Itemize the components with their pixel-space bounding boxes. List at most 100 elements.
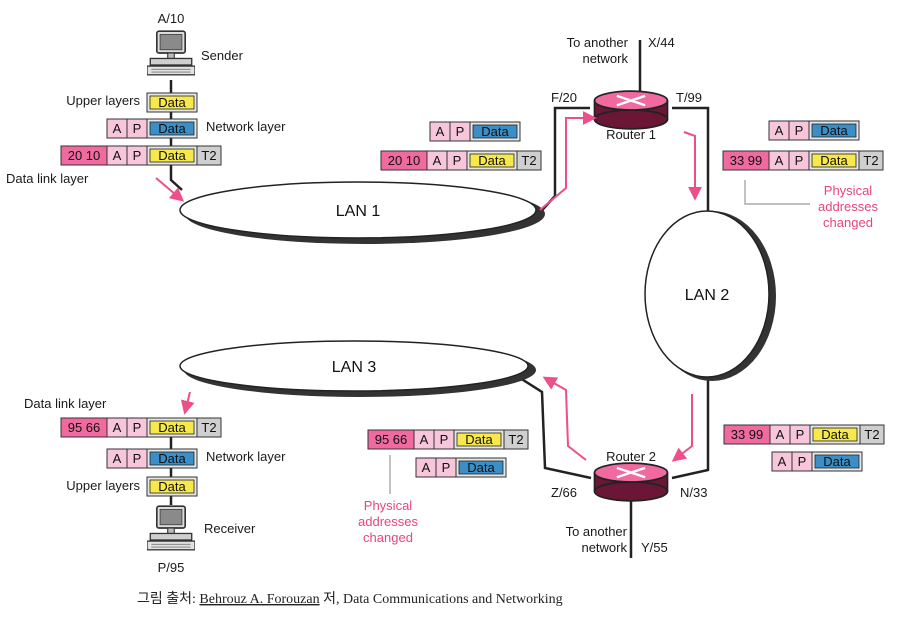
arrow-icon	[180, 391, 195, 415]
svg-text:P: P	[453, 153, 462, 168]
router-2-port-z: Z/66	[551, 485, 577, 500]
header-a: A	[106, 118, 128, 139]
router-1-port-x: X/44	[648, 35, 675, 50]
svg-text:A: A	[113, 451, 122, 466]
header-p: P	[446, 150, 468, 171]
note-right-line-2: addresses	[818, 199, 878, 214]
frame-trailer: T2	[859, 424, 885, 445]
router-1-port-f: F/20	[551, 90, 577, 105]
lan-1: LAN 1	[179, 181, 545, 244]
svg-text:P: P	[456, 124, 465, 139]
svg-text:P: P	[440, 432, 449, 447]
arrow-icon	[155, 177, 185, 202]
header-p: P	[789, 424, 811, 445]
caption-author: Behrouz A. Forouzan	[199, 592, 319, 607]
header-a: A	[426, 150, 448, 171]
router-icon	[593, 90, 669, 130]
frame-trailer: T2	[196, 145, 222, 166]
svg-text:P: P	[133, 420, 142, 435]
svg-text:P: P	[133, 148, 142, 163]
svg-text:Data: Data	[158, 451, 186, 466]
note-left-line-3: changed	[363, 530, 413, 545]
lan-3-label: LAN 3	[332, 359, 377, 376]
sender-upper-layers-label: Upper layers	[66, 93, 140, 108]
svg-text:Data: Data	[158, 420, 186, 435]
frame-addresses: 95 66	[60, 417, 108, 438]
router-icon	[593, 462, 669, 502]
svg-text:P: P	[798, 454, 807, 469]
header-a: A	[413, 429, 435, 450]
header-a: A	[769, 424, 791, 445]
sender-station: A/10 Sender	[147, 11, 244, 76]
svg-text:A: A	[776, 427, 785, 442]
frame-addresses: 20 10	[60, 145, 108, 166]
svg-text:33 99: 33 99	[731, 427, 764, 442]
header-a: A	[415, 457, 437, 478]
svg-text:T2: T2	[201, 420, 216, 435]
router-2-downlink-label-1: To another	[566, 524, 628, 539]
header-p: P	[126, 145, 148, 166]
receiver-network-layer-label: Network layer	[206, 449, 286, 464]
svg-text:P: P	[133, 121, 142, 136]
svg-text:A: A	[775, 153, 784, 168]
svg-text:P: P	[795, 123, 804, 138]
header-a: A	[771, 451, 793, 472]
svg-text:Data: Data	[820, 123, 848, 138]
svg-text:Data: Data	[467, 460, 495, 475]
header-p: P	[791, 451, 813, 472]
source-caption: 그림 출처: Behrouz A. Forouzan 저, Data Commu…	[137, 591, 563, 607]
svg-text:Data: Data	[481, 124, 509, 139]
header-p: P	[126, 118, 148, 139]
data-payload: Data	[146, 145, 198, 166]
svg-text:33 99: 33 99	[730, 153, 763, 168]
sender-data-link-layer-label: Data link layer	[6, 171, 89, 186]
header-p: P	[788, 150, 810, 171]
svg-text:20 10: 20 10	[388, 153, 421, 168]
header-p: P	[126, 417, 148, 438]
svg-text:Data: Data	[823, 454, 851, 469]
note-left-line-1: Physical	[364, 498, 413, 513]
svg-text:A: A	[775, 123, 784, 138]
sender-network-layer-label: Network layer	[206, 119, 286, 134]
sender-address: A/10	[158, 11, 185, 26]
router-1-label: Router 1	[606, 127, 656, 142]
svg-text:P: P	[795, 153, 804, 168]
frame-addresses: 95 66	[367, 429, 415, 450]
data-payload: Data	[146, 476, 198, 497]
frame-trailer: T2	[196, 417, 222, 438]
svg-text:95 66: 95 66	[68, 420, 101, 435]
header-p: P	[126, 448, 148, 469]
header-a: A	[106, 145, 128, 166]
receiver-address: P/95	[158, 560, 185, 575]
svg-text:Data: Data	[820, 153, 848, 168]
data-payload: Data	[808, 150, 860, 171]
caption-prefix: 그림 출처:	[137, 591, 199, 607]
receiver-upper-packet: Data	[146, 476, 198, 497]
svg-text:Data: Data	[158, 148, 186, 163]
data-payload: Data	[455, 457, 507, 478]
arrow-icon	[671, 394, 693, 462]
svg-text:Data: Data	[158, 121, 186, 136]
computer-icon	[147, 30, 195, 76]
router-2-port-y: Y/55	[641, 540, 668, 555]
router-1-uplink-label-1: To another	[567, 35, 629, 50]
arrow-icon	[683, 131, 702, 201]
data-payload: Data	[811, 451, 863, 472]
frame-trailer: T2	[503, 429, 529, 450]
svg-text:A: A	[778, 454, 787, 469]
svg-text:Data: Data	[158, 95, 186, 110]
router-2-label: Router 2	[606, 449, 656, 464]
receiver-label: Receiver	[204, 521, 256, 536]
sender-label: Sender	[201, 48, 244, 63]
lan-1-label: LAN 1	[336, 203, 381, 220]
receiver-data-link-layer-label: Data link layer	[24, 396, 107, 411]
